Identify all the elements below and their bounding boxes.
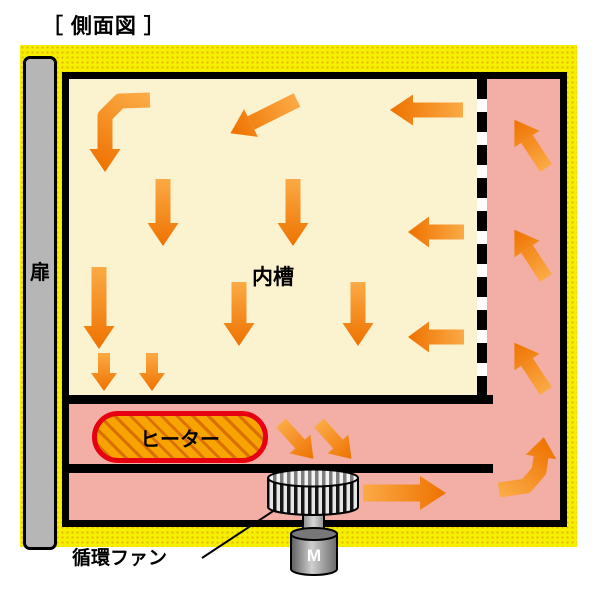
door-panel: 扉 <box>23 56 57 550</box>
heater-label: ヒーター <box>140 428 220 451</box>
circulation-fan-label: 循環ファン <box>72 548 168 569</box>
motor-label: M <box>307 546 321 565</box>
inner-chamber-label: 内槽 <box>252 266 294 289</box>
diagram-title: ［ 側面図 ］ <box>42 15 166 38</box>
door-label: 扉 <box>30 262 50 284</box>
inner-chamber <box>69 79 477 397</box>
heater: ヒーター <box>92 411 268 463</box>
duct-divider-wall <box>62 464 493 473</box>
perforated-wall <box>477 79 487 395</box>
chamber-floor-wall <box>62 395 493 404</box>
